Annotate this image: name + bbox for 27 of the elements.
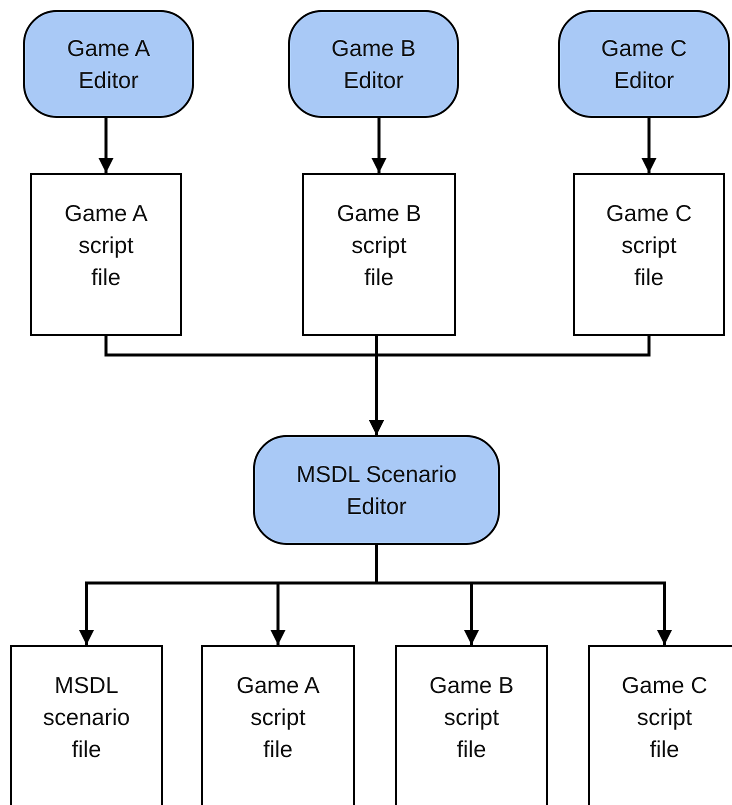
arrow <box>642 118 656 173</box>
rounded-box <box>253 435 500 545</box>
box-label: Game A script file <box>235 671 321 764</box>
document-box <box>201 645 355 805</box>
document-box <box>10 645 163 805</box>
arrow <box>375 545 672 645</box>
arrow <box>372 118 386 173</box>
rounded-box <box>288 10 459 118</box>
document-box <box>573 173 725 336</box>
rounded-box <box>558 10 730 118</box>
document-box <box>588 645 732 805</box>
box-label: Game B script file <box>428 671 515 764</box>
rounded-box <box>23 10 194 118</box>
box-label: MSDL Scenario Editor <box>295 460 458 521</box>
box-label: Game C script file <box>605 199 693 292</box>
box-label: Game C script file <box>620 671 708 764</box>
box-label: Game B Editor <box>330 34 417 95</box>
document-box <box>302 173 456 336</box>
box-label: Game C Editor <box>600 34 688 95</box>
box-label: Game A script file <box>63 199 149 292</box>
box-label: MSDL scenario file <box>42 671 130 764</box>
arrow <box>98 118 114 173</box>
box-label: Game A Editor <box>66 34 152 95</box>
box-label: Game B script file <box>336 199 422 292</box>
document-box <box>395 645 548 805</box>
arrow <box>369 336 650 435</box>
document-box <box>30 173 182 336</box>
